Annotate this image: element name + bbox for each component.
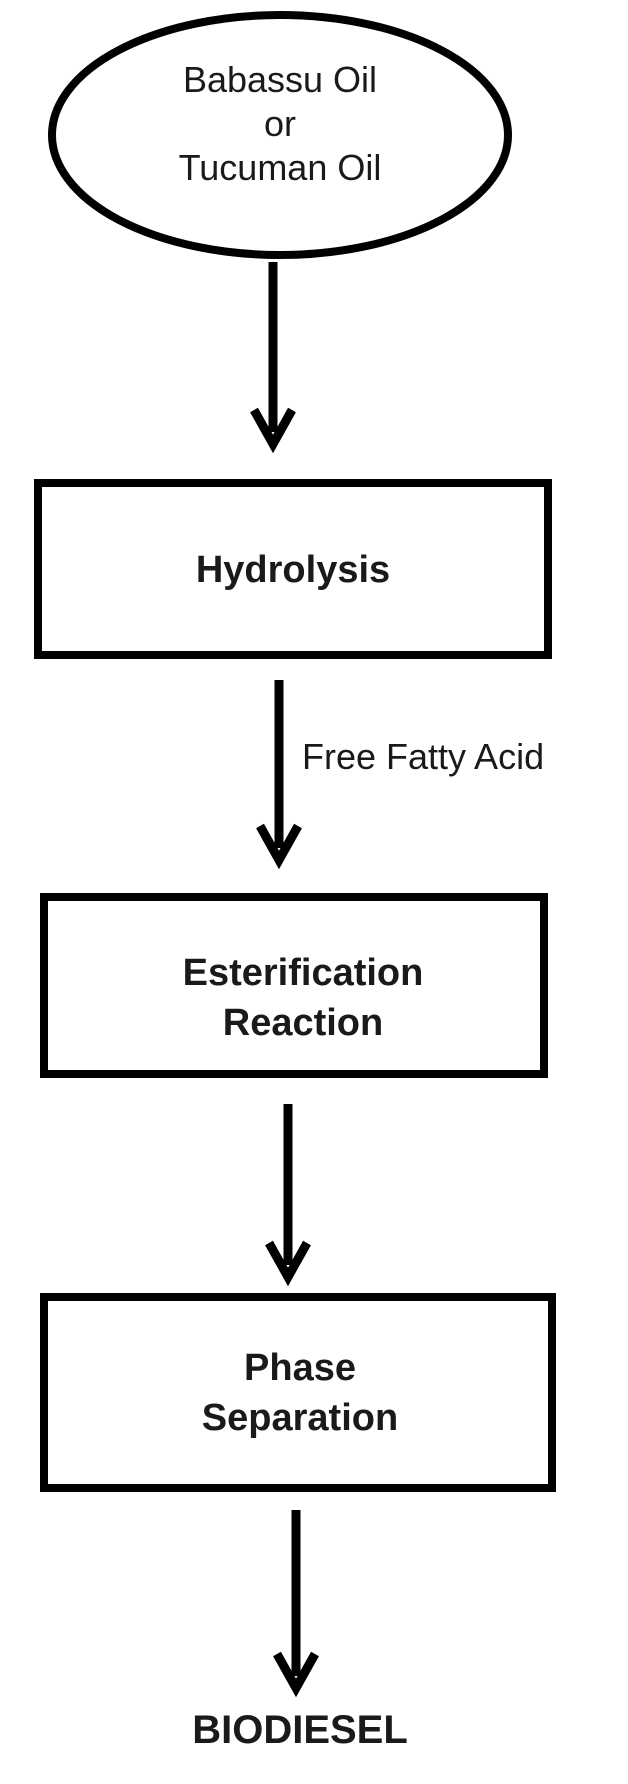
phase-separation-text: Phase Separation	[45, 1343, 555, 1443]
phase-separation-line-1: Phase	[244, 1347, 356, 1389]
hydrolysis-box	[34, 479, 552, 659]
start-oval	[48, 11, 512, 259]
start-node-line-3: Tucuman Oil	[178, 147, 382, 188]
arrow-2-head	[256, 823, 302, 870]
esterification-line-2: Reaction	[222, 1002, 384, 1044]
free-fatty-acid-label: Free Fatty Acid	[302, 736, 545, 777]
esterification-box	[40, 893, 548, 1078]
arrow-3-head	[265, 1240, 311, 1287]
start-node-line-2: or	[263, 103, 296, 144]
arrow-4-head	[273, 1651, 319, 1698]
biodiesel-label: BIODIESEL	[192, 1708, 408, 1752]
arrow-1-head	[250, 407, 296, 454]
phase-separation-line-2: Separation	[201, 1397, 399, 1439]
start-node-line-1: Babassu Oil	[182, 59, 378, 100]
esterification-line-1: Esterification	[182, 952, 424, 994]
hydrolysis-label: Hydrolysis	[195, 549, 391, 591]
start-node-text: Babassu Oil or Tucuman Oil	[110, 58, 450, 190]
esterification-text: Esterification Reaction	[48, 948, 558, 1048]
phase-separation-box	[40, 1293, 556, 1492]
